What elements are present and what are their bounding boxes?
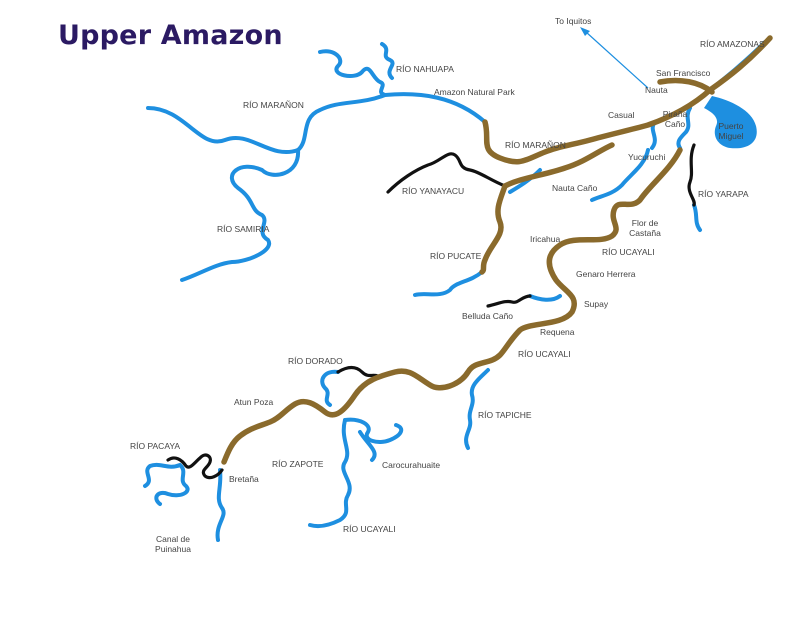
label-rio-pacaya: RÍO PACAYA (130, 441, 181, 451)
label-pirana-cano: Piraña Caño (662, 109, 688, 129)
river-carocurahuaite (343, 417, 404, 462)
river-yucuruchi (590, 148, 650, 202)
label-amazon-natural-park: Amazon Natural Park (434, 87, 515, 97)
label-casual: Casual (608, 110, 635, 120)
river-nauta-cano (502, 142, 615, 189)
label-carocurahuaite: Carocurahuaite (382, 460, 441, 470)
label-canal-de-puinahua: Canal de Puinahua (155, 534, 191, 554)
river-samiria (180, 148, 301, 282)
label-puerto-miguel: Puerto Miguel (718, 121, 744, 141)
label-to-iquitos: To Iquitos (555, 16, 592, 26)
label-belluda-cano: Belluda Caño (462, 311, 514, 321)
river-supay-branch (528, 294, 562, 302)
label-rio-maranon-central: RÍO MARAÑON (505, 140, 566, 150)
river-ucayali-main (221, 147, 683, 465)
label-genaro-herrera: Genaro Herrera (576, 269, 636, 279)
label-rio-dorado: RÍO DORADO (288, 356, 343, 366)
river-zapote (308, 418, 352, 529)
label-supay: Supay (584, 299, 609, 309)
river-yarapa (687, 143, 696, 207)
label-nauta: Nauta (645, 85, 668, 95)
label-rio-pucate: RÍO PUCATE (430, 251, 482, 261)
lake-puerto-miguel (704, 96, 757, 149)
river-pacaya (143, 462, 190, 506)
label-rio-nahuapa: RÍO NAHUAPA (396, 64, 454, 74)
river-nahuapa (318, 42, 395, 97)
label-rio-ucayali-central: RÍO UCAYALI (518, 349, 571, 359)
river-dorado-black (336, 365, 380, 378)
river-pucate (413, 270, 484, 297)
river-tapiche (464, 368, 490, 450)
label-rio-ucayali-north: RÍO UCAYALI (602, 247, 655, 257)
label-requena: Requena (540, 327, 575, 337)
map-title: Upper Amazon (58, 20, 283, 51)
label-yucuruchi: Yucuruchi (628, 152, 666, 162)
river-yanayacu-lower (508, 168, 542, 194)
river-pacaya-black (166, 453, 224, 480)
river-ucayali-south (215, 468, 226, 542)
label-bretana: Bretaña (229, 474, 259, 484)
label-nauta-cano: Nauta Caño (552, 183, 598, 193)
river-belluda (486, 294, 532, 308)
river-maranon-main (482, 87, 713, 165)
label-rio-yanayacu: RÍO YANAYACU (402, 186, 465, 196)
river-pucate-main (479, 183, 508, 275)
label-rio-ucayali-south: RÍO UCAYALI (343, 524, 396, 534)
river-yanayacu (386, 152, 507, 194)
river-pirana (676, 106, 692, 150)
river-amazonas-main (707, 35, 773, 93)
label-rio-zapote: RÍO ZAPOTE (272, 459, 324, 469)
label-rio-yarapa: RÍO YARAPA (698, 189, 749, 199)
label-rio-maranon-west: RÍO MARAÑON (243, 100, 304, 110)
label-rio-tapiche: RÍO TAPICHE (478, 410, 532, 420)
label-iricahua: Iricahua (530, 234, 561, 244)
river-maranon-west (146, 92, 487, 154)
label-rio-amazonas: RÍO AMAZONAS (700, 39, 765, 49)
river-to-san-francisco (657, 77, 715, 95)
label-rio-samiria: RÍO SAMIRIA (217, 224, 270, 234)
label-atun-poza: Atun Poza (234, 397, 274, 407)
river-yarapa-lower (692, 203, 702, 232)
label-flor-de-castana: Flor de Castaña (629, 218, 661, 238)
iquitos-arrow (580, 27, 649, 89)
river-dorado-blue (320, 369, 340, 407)
label-san-francisco: San Francisco (656, 68, 711, 78)
